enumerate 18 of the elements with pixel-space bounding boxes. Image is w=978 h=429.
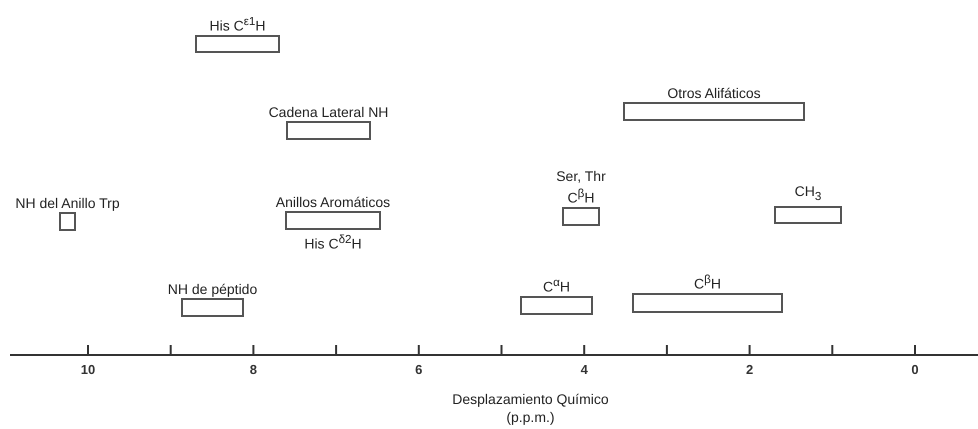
range-label: His C$^{ε1}$H	[209, 14, 266, 35]
range-label: Otros Alifáticos	[667, 84, 761, 102]
range-label: C$^{α}$H	[543, 275, 570, 296]
range-label: C$^{β}$H	[694, 272, 721, 293]
range-label: NH del Anillo Trp	[14, 194, 121, 212]
range-label: NH de péptido	[168, 280, 258, 298]
tick-label: 4	[580, 362, 588, 377]
range-label: CH$_{3}$	[794, 182, 822, 205]
tick-label: 6	[415, 362, 422, 377]
range-label: Cadena Lateral NH	[268, 103, 388, 121]
range-label: His C$^{δ2}$H	[304, 232, 362, 253]
axis-title: Desplazamiento Químico (p.p.m.)	[451, 390, 610, 426]
tick-label: 10	[80, 362, 96, 377]
tick-label: 8	[250, 362, 257, 377]
tick-label: 0	[911, 362, 919, 377]
range-label: Ser, Thr C$^{β}$H	[555, 167, 607, 207]
range-label: Anillos Aromáticos	[276, 193, 390, 211]
tick-label: 2	[746, 362, 754, 377]
